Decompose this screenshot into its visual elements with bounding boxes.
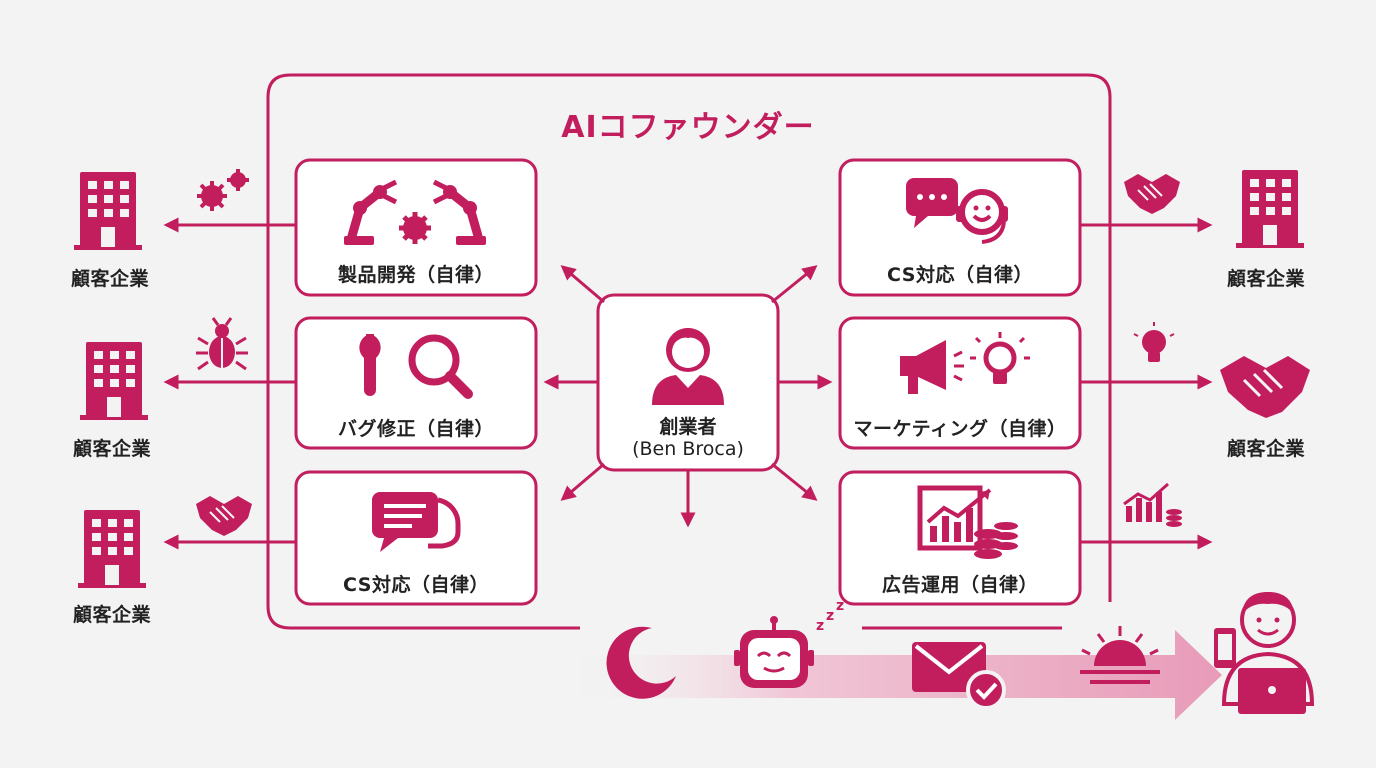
founder-name: (Ben Broca) bbox=[632, 438, 744, 460]
module-label-cs-right: CS対応（自律） bbox=[887, 264, 1033, 286]
building-icon bbox=[80, 342, 148, 420]
megaphone-bulb-icon bbox=[900, 332, 1030, 394]
gear-icon bbox=[197, 169, 249, 211]
robot-arms-icon bbox=[344, 179, 486, 245]
founder-role: 創業者 bbox=[659, 416, 717, 438]
page-title: AIコファウンダー bbox=[561, 110, 815, 145]
lightbulb-icon bbox=[1133, 322, 1175, 362]
module-label-marketing: マーケティング（自律） bbox=[853, 418, 1067, 440]
bug-icon bbox=[196, 317, 248, 371]
growth-chart-coins-icon bbox=[917, 485, 1018, 559]
svg-text:z: z bbox=[826, 608, 834, 624]
building-icon bbox=[78, 510, 146, 588]
handshake-icon bbox=[1124, 174, 1180, 214]
moon-icon bbox=[606, 626, 676, 699]
chat-support-icon bbox=[906, 178, 1008, 244]
founder-avatar-icon bbox=[652, 328, 724, 405]
sunrise-icon bbox=[1080, 626, 1160, 684]
chat-headset-icon bbox=[372, 492, 461, 552]
module-label-bug-fix: バグ修正（自律） bbox=[337, 418, 495, 440]
client-label-left-2: 顧客企業 bbox=[72, 438, 152, 460]
handshake-icon bbox=[196, 496, 252, 536]
chart-coins-icon bbox=[1123, 482, 1182, 527]
building-icon bbox=[1236, 170, 1304, 248]
module-label-ads: 広告運用（自律） bbox=[881, 574, 1039, 596]
module-box-cs-right bbox=[838, 158, 1082, 297]
svg-text:z: z bbox=[836, 598, 844, 614]
client-label-right-1: 顧客企業 bbox=[1226, 268, 1306, 290]
client-arrows bbox=[163, 217, 1213, 550]
module-label-product-dev: 製品開発（自律） bbox=[337, 264, 495, 286]
founder-arrows bbox=[543, 265, 833, 528]
svg-text:z: z bbox=[816, 618, 824, 634]
handshake-large-icon bbox=[1220, 356, 1310, 418]
wrench-magnifier-icon bbox=[359, 334, 473, 399]
client-label-right-2: 顧客企業 bbox=[1226, 438, 1306, 460]
person-laptop-icon bbox=[1214, 592, 1315, 714]
building-icon bbox=[74, 172, 142, 250]
sleeping-robot-icon: z z z bbox=[734, 598, 844, 688]
timeline-arrow bbox=[560, 630, 1222, 720]
mail-check-icon bbox=[912, 642, 1006, 710]
client-label-left-3: 顧客企業 bbox=[72, 604, 152, 626]
ai-cofounder-frame bbox=[266, 73, 1112, 630]
module-label-cs-left: CS対応（自律） bbox=[343, 574, 489, 596]
client-label-left-1: 顧客企業 bbox=[70, 268, 150, 290]
